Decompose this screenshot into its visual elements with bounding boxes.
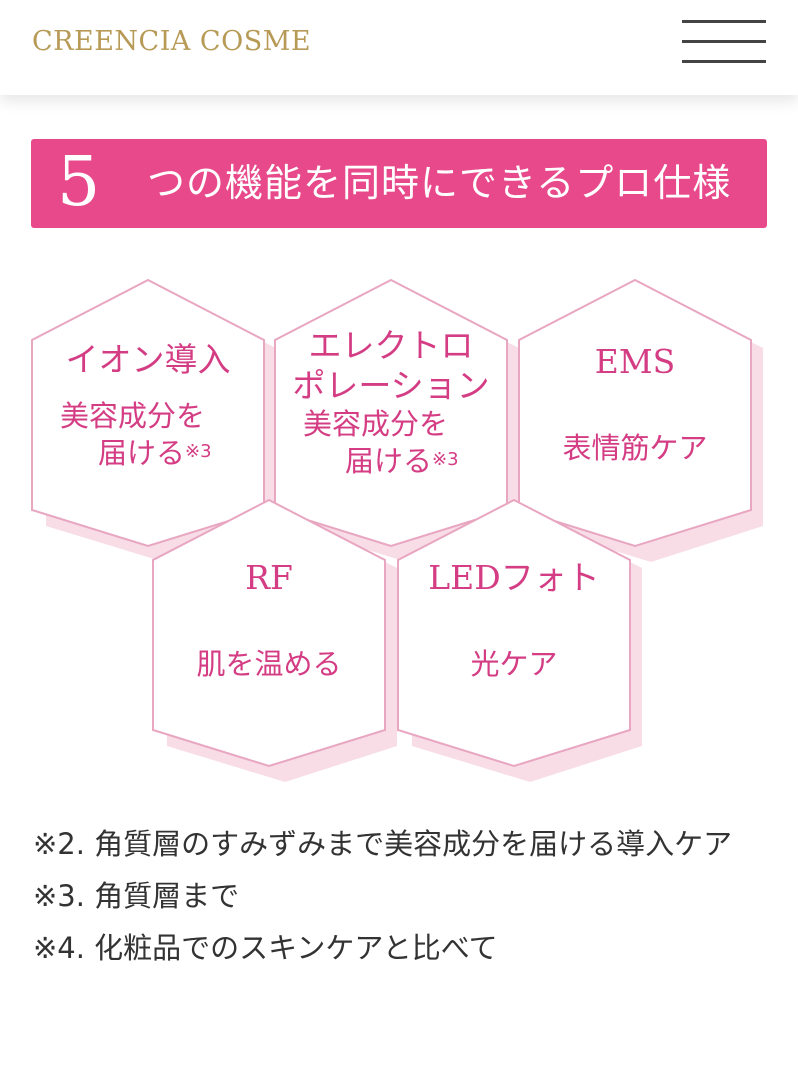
site-header: CREENCIA COSME (0, 0, 798, 95)
feature-desc: 届ける※3 (345, 444, 459, 478)
feature-rf: RF 肌を温める (159, 558, 379, 682)
features-banner: 5 つの機能を同時にできるプロ仕様 (31, 139, 767, 228)
feature-title: RF (245, 558, 293, 597)
feature-ems: EMS 表情筋ケア (525, 342, 745, 466)
feature-desc: 表情筋ケア (562, 431, 708, 465)
feature-led: LEDフォト 光ケア (404, 558, 624, 682)
footnote-3: ※3. 角質層まで (33, 879, 240, 913)
feature-desc: 美容成分を (303, 407, 449, 441)
feature-ion: イオン導入 美容成分を 届ける※3 (38, 340, 258, 471)
footnote-4: ※4. 化粧品でのスキンケアと比べて (33, 931, 498, 965)
feature-hexagons: イオン導入 美容成分を 届ける※3 エレクトロ ポレーション 美容成分を 届ける… (0, 260, 798, 790)
menu-line (682, 60, 766, 63)
hexagon-ems (518, 278, 752, 548)
menu-line (682, 40, 766, 43)
feature-electroporation: エレクトロ ポレーション 美容成分を 届ける※3 (281, 326, 501, 479)
hexagon-led (397, 498, 631, 768)
feature-title: イオン導入 (65, 340, 231, 379)
hexagon-rf (152, 498, 386, 768)
banner-title: つの機能を同時にできるプロ仕様 (147, 161, 732, 205)
feature-desc: 光ケア (470, 647, 558, 681)
feature-title: エレクトロ (308, 326, 474, 365)
feature-desc: 届ける※3 (98, 436, 212, 470)
brand-logo[interactable]: CREENCIA COSME (32, 26, 312, 57)
banner-number: 5 (57, 143, 101, 222)
hexagon-outlines (31, 278, 752, 768)
feature-desc: 美容成分を (60, 399, 206, 433)
footnote-2: ※2. 角質層のすみずみまで美容成分を届ける導入ケア (33, 827, 733, 861)
feature-desc: 肌を温める (196, 647, 342, 681)
feature-title: ポレーション (292, 366, 490, 405)
hamburger-menu-icon[interactable] (682, 16, 766, 66)
feature-title: LEDフォト (428, 558, 600, 597)
hexagon-shapes (31, 278, 763, 782)
feature-title: EMS (594, 342, 676, 381)
hexagon-ion (31, 278, 265, 548)
footnotes: ※2. 角質層のすみずみまで美容成分を届ける導入ケア ※3. 角質層まで ※4.… (33, 818, 773, 974)
hexagon-electroporation (274, 278, 508, 548)
menu-line (682, 20, 766, 23)
